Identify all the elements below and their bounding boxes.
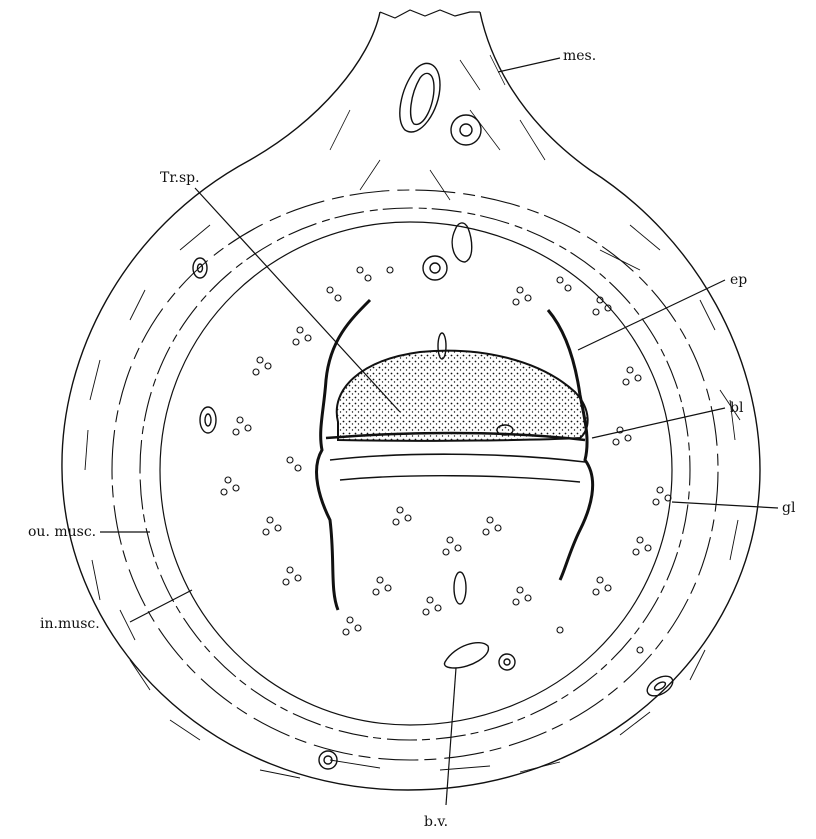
typhlosole-mass <box>337 351 588 441</box>
label-in-musc: in.musc. <box>40 616 100 632</box>
leader-mes <box>498 58 560 72</box>
label-ou-musc: ou. musc. <box>28 524 96 540</box>
label-bl: bl <box>730 400 744 416</box>
inner-muscle-outer-line <box>140 208 690 740</box>
label-mes: mes. <box>563 48 596 64</box>
outer-muscle-boundary <box>112 190 718 760</box>
leader-bl <box>592 408 725 438</box>
stalk-top-edge <box>380 10 480 18</box>
muscle-fibres <box>85 225 740 778</box>
label-ep: ep <box>730 272 747 288</box>
label-bv: b.v. <box>424 814 448 830</box>
mesentery-fibres <box>330 55 545 200</box>
lumen-boundary <box>160 222 672 725</box>
gland-clusters <box>221 267 671 653</box>
label-gl: gl <box>782 500 796 516</box>
label-tr-sp: Tr.sp. <box>160 170 200 186</box>
epithelium-folds <box>317 300 593 610</box>
